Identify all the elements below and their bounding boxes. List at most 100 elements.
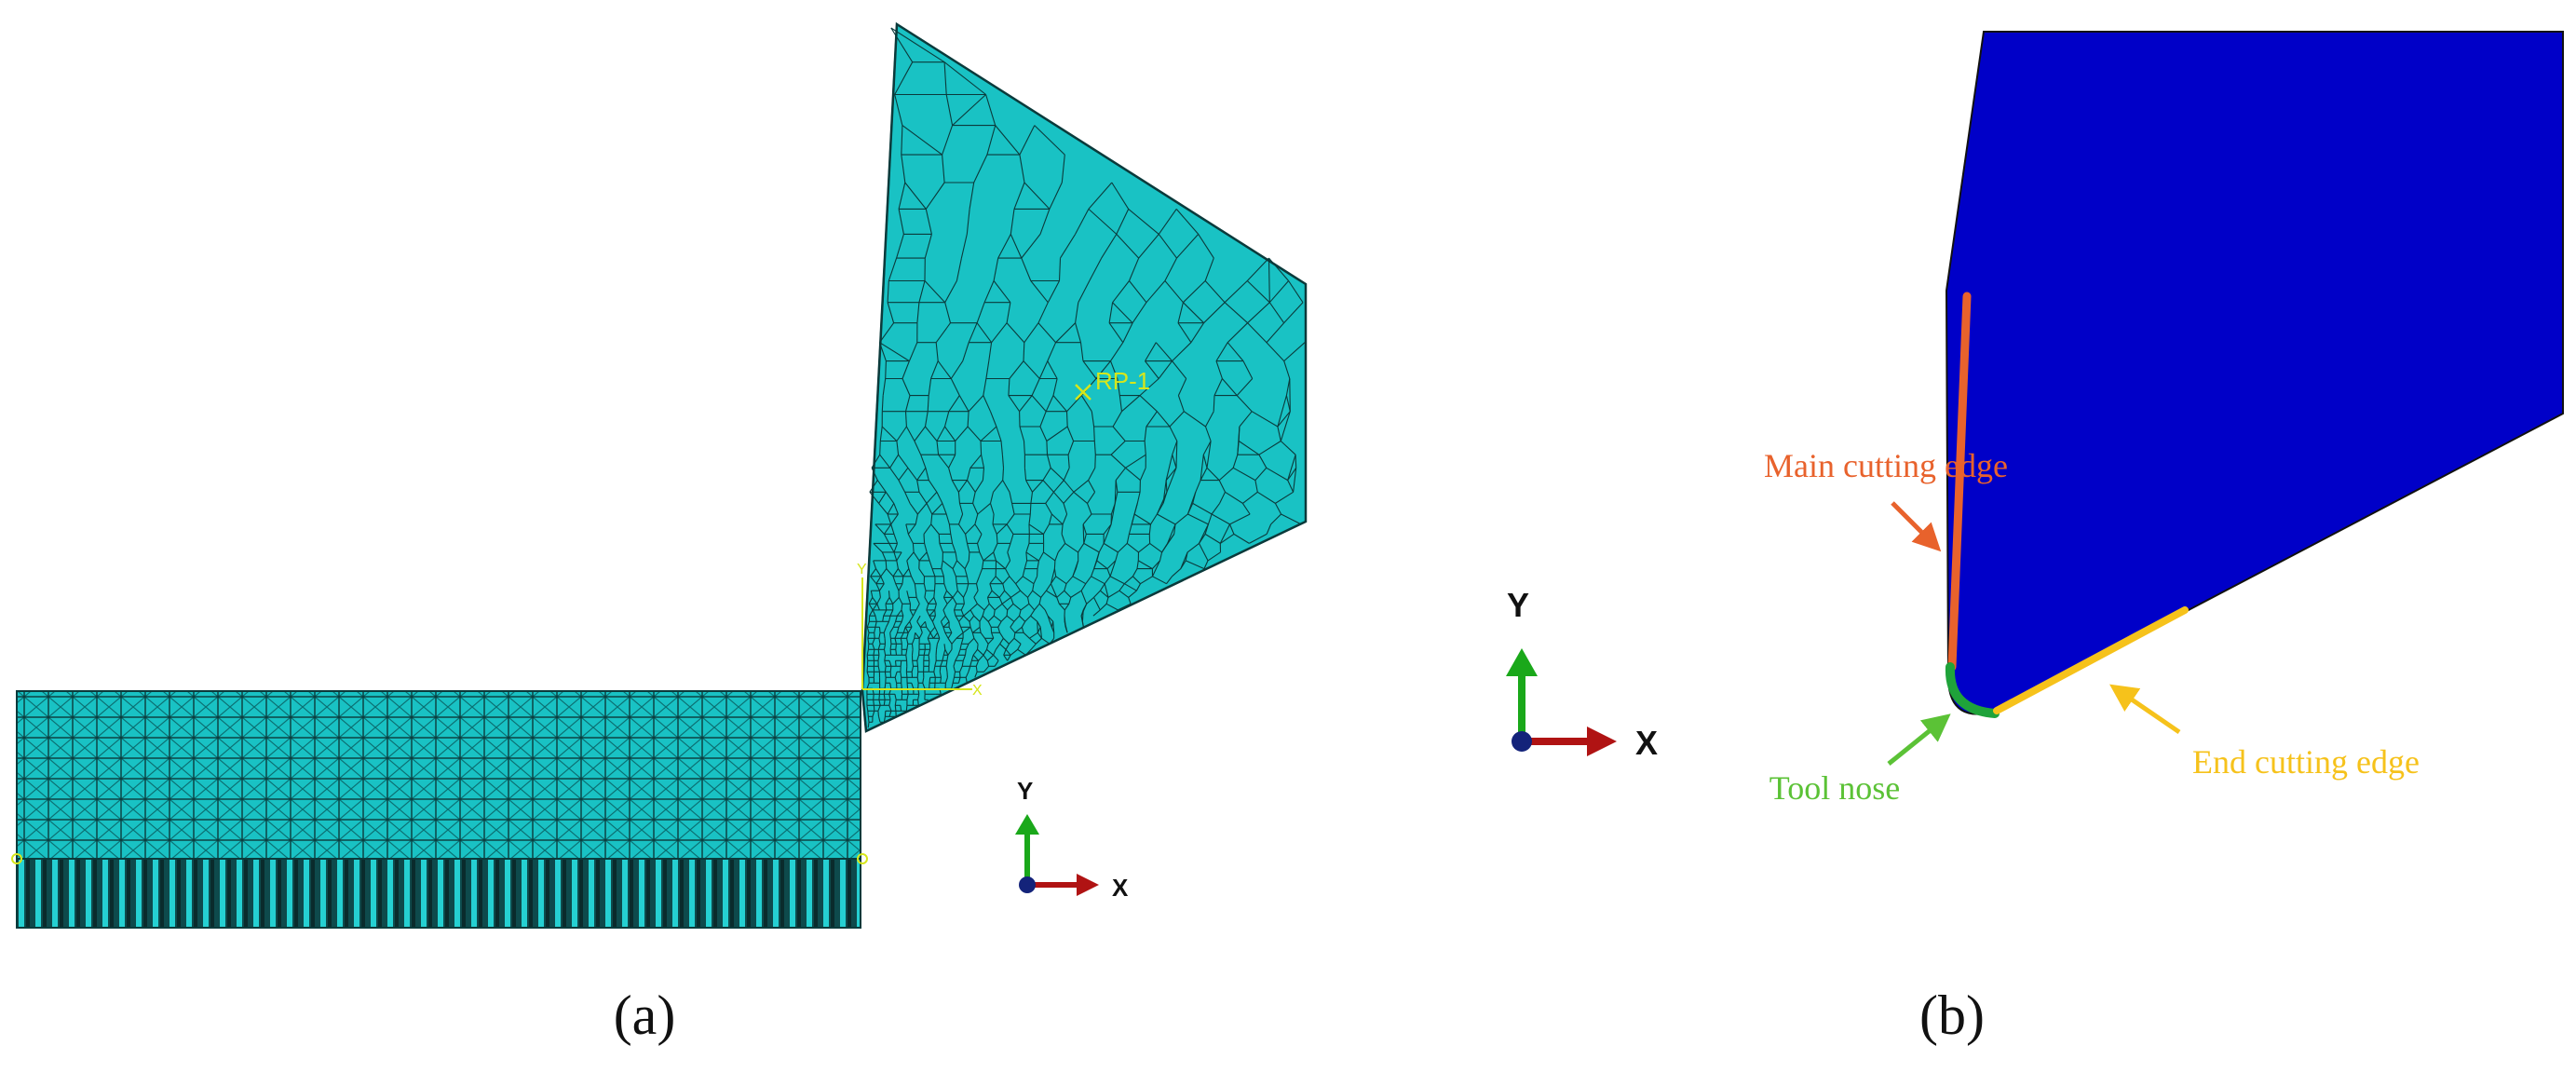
mesh-edge [893,543,899,553]
mesh-edge [1017,648,1026,656]
mesh-edge [979,627,982,633]
mesh-edge [1034,125,1065,156]
mesh-edge [974,672,978,678]
main-cutting-edge-label: Main cutting edge [1764,447,2008,484]
mesh-edge [936,492,943,504]
mesh-edge [1122,322,1133,343]
mesh-edge [1128,590,1137,598]
mesh-edge [1266,523,1272,535]
mesh-edge [965,534,969,544]
mesh-edge [1093,597,1101,611]
mesh-edge [992,523,997,535]
mesh-edge [944,302,952,323]
mesh-edge [1203,560,1209,569]
mesh-edge [888,543,895,553]
mesh-edge [911,644,914,650]
mesh-edge [926,551,930,562]
mesh-edge [907,534,914,544]
mesh-edge [1088,468,1096,481]
mesh-edge [979,551,984,562]
mesh-edge [914,441,922,455]
mesh-edge [913,609,917,617]
mesh-edge [1014,626,1023,633]
mesh-edge [1041,637,1051,645]
mesh-edge [1150,513,1158,525]
mesh-edge [1161,543,1169,553]
mesh-edge [886,621,889,628]
mesh-edge [993,649,997,656]
mesh-edge [1174,513,1188,525]
mesh-edge [935,322,951,344]
mesh-edge [1283,302,1304,324]
mesh-edge [866,649,869,656]
mesh-edge [936,441,940,455]
mesh-edge [1042,480,1054,493]
mesh-edge [1177,395,1185,412]
mesh-edge [1186,503,1194,515]
mesh-edge [1172,342,1192,361]
mesh-edge [1088,208,1118,235]
main-cutting-edge [1947,292,1972,672]
mesh-edge [1128,597,1132,604]
mesh-edge [1062,513,1068,525]
mesh-edge [961,660,964,667]
mesh-edge [970,655,974,661]
mesh-edge [965,644,969,650]
mesh-edge [956,560,966,569]
mesh-edge [1053,560,1056,569]
mesh-edge [1228,523,1235,535]
mesh-edge [873,543,883,553]
mesh-edge [1190,322,1205,344]
mesh-edge [928,597,935,604]
reference-point: RP-1 [1075,367,1150,401]
mesh-edge [924,234,932,259]
mesh-edge [876,604,880,611]
tool-nose-arrow [1887,713,1951,766]
mesh-edge [1124,576,1133,585]
mesh-edge [875,576,882,584]
mesh-edge [936,638,941,645]
mesh-edge [883,632,886,639]
mesh-edge [927,638,931,645]
mesh-edge [963,615,970,622]
mesh-edge [942,627,946,633]
workpiece-upper-mesh [16,690,861,860]
mesh-edge [916,677,919,684]
mesh-edge [972,492,976,504]
mesh-edge [894,660,897,667]
mesh-edge [1024,560,1028,569]
mesh-edge [1112,411,1122,428]
mesh-edge [1206,441,1212,469]
mesh-edge [867,711,869,717]
mesh-edge [929,677,931,684]
mesh-edge [981,455,985,469]
mesh-edge [947,638,953,645]
mesh-edge [1183,280,1206,304]
mesh-edge [880,568,888,577]
mesh-edge [892,576,897,584]
mesh-edge [867,716,870,723]
mesh-edge [942,604,948,611]
mesh-edge [904,411,907,428]
mesh-edge [951,683,954,689]
mesh-edge [958,395,969,412]
mesh-edge [969,621,971,628]
mesh-edge [957,480,968,493]
mesh-edge [915,597,920,604]
mesh-edge [1040,590,1047,598]
mesh-edge [881,426,898,441]
mesh-edge [1139,395,1158,413]
mesh-edge [1052,621,1055,633]
mesh-edge [1238,441,1260,455]
mesh-edge [924,280,946,304]
mesh-edge [1149,542,1162,553]
mesh-edge [1063,468,1070,481]
mesh-edge [1133,513,1151,525]
mesh-edge [942,655,944,661]
mesh-edge [888,660,892,667]
mesh-edge [931,621,936,628]
mesh-edge [977,648,984,656]
mesh-edge [1106,568,1111,577]
mesh-edge [1112,280,1130,304]
mesh-edge [905,523,909,535]
